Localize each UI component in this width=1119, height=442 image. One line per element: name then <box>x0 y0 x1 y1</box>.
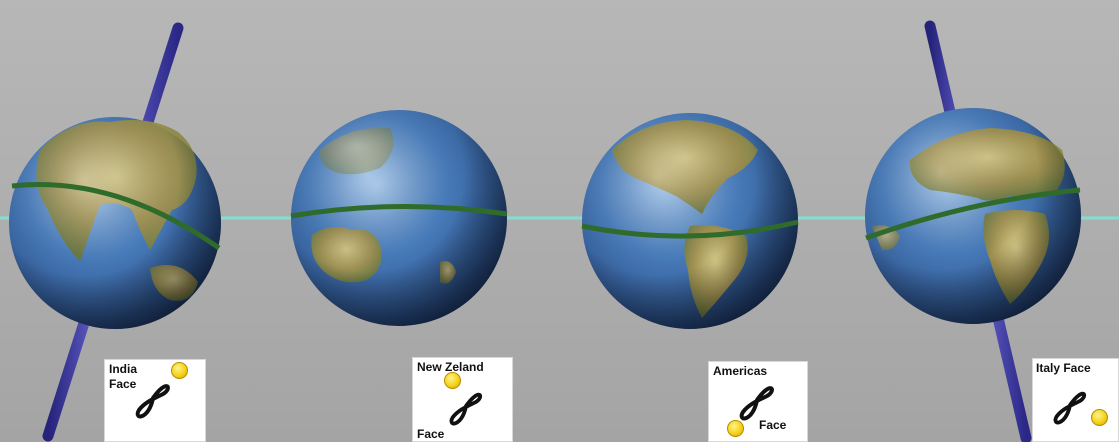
label-card-india: India Face <box>104 359 206 442</box>
sun-icon <box>727 420 744 437</box>
label-line1: Americas <box>713 364 768 378</box>
label-line2: Face <box>417 427 445 441</box>
label-line1: India <box>109 362 138 376</box>
analemma-icon <box>449 392 483 426</box>
label-line1: New Zeland <box>417 360 484 374</box>
globe-italy <box>865 20 1081 442</box>
equator-ring <box>290 203 508 219</box>
sun-icon <box>1091 409 1108 426</box>
equator-ring <box>865 187 1081 241</box>
label-card-new-zealand: New Zeland Face <box>412 357 513 442</box>
analemma-icon <box>739 386 774 421</box>
globe-india <box>9 22 221 442</box>
sun-icon <box>444 372 461 389</box>
label-line2: Face <box>759 418 787 432</box>
label-card-italy: Italy Face <box>1032 358 1119 442</box>
sun-icon <box>171 362 188 379</box>
analemma-icon <box>1053 391 1087 425</box>
label-card-americas: Americas Face <box>708 361 808 442</box>
label-line1: Italy Face <box>1036 361 1091 375</box>
equator-ring <box>581 219 799 239</box>
label-line2: Face <box>109 377 137 391</box>
equator-ring <box>11 182 221 251</box>
globe-americas <box>581 10 799 426</box>
globe-new-zealand <box>290 22 508 438</box>
analemma-icon <box>135 384 170 419</box>
